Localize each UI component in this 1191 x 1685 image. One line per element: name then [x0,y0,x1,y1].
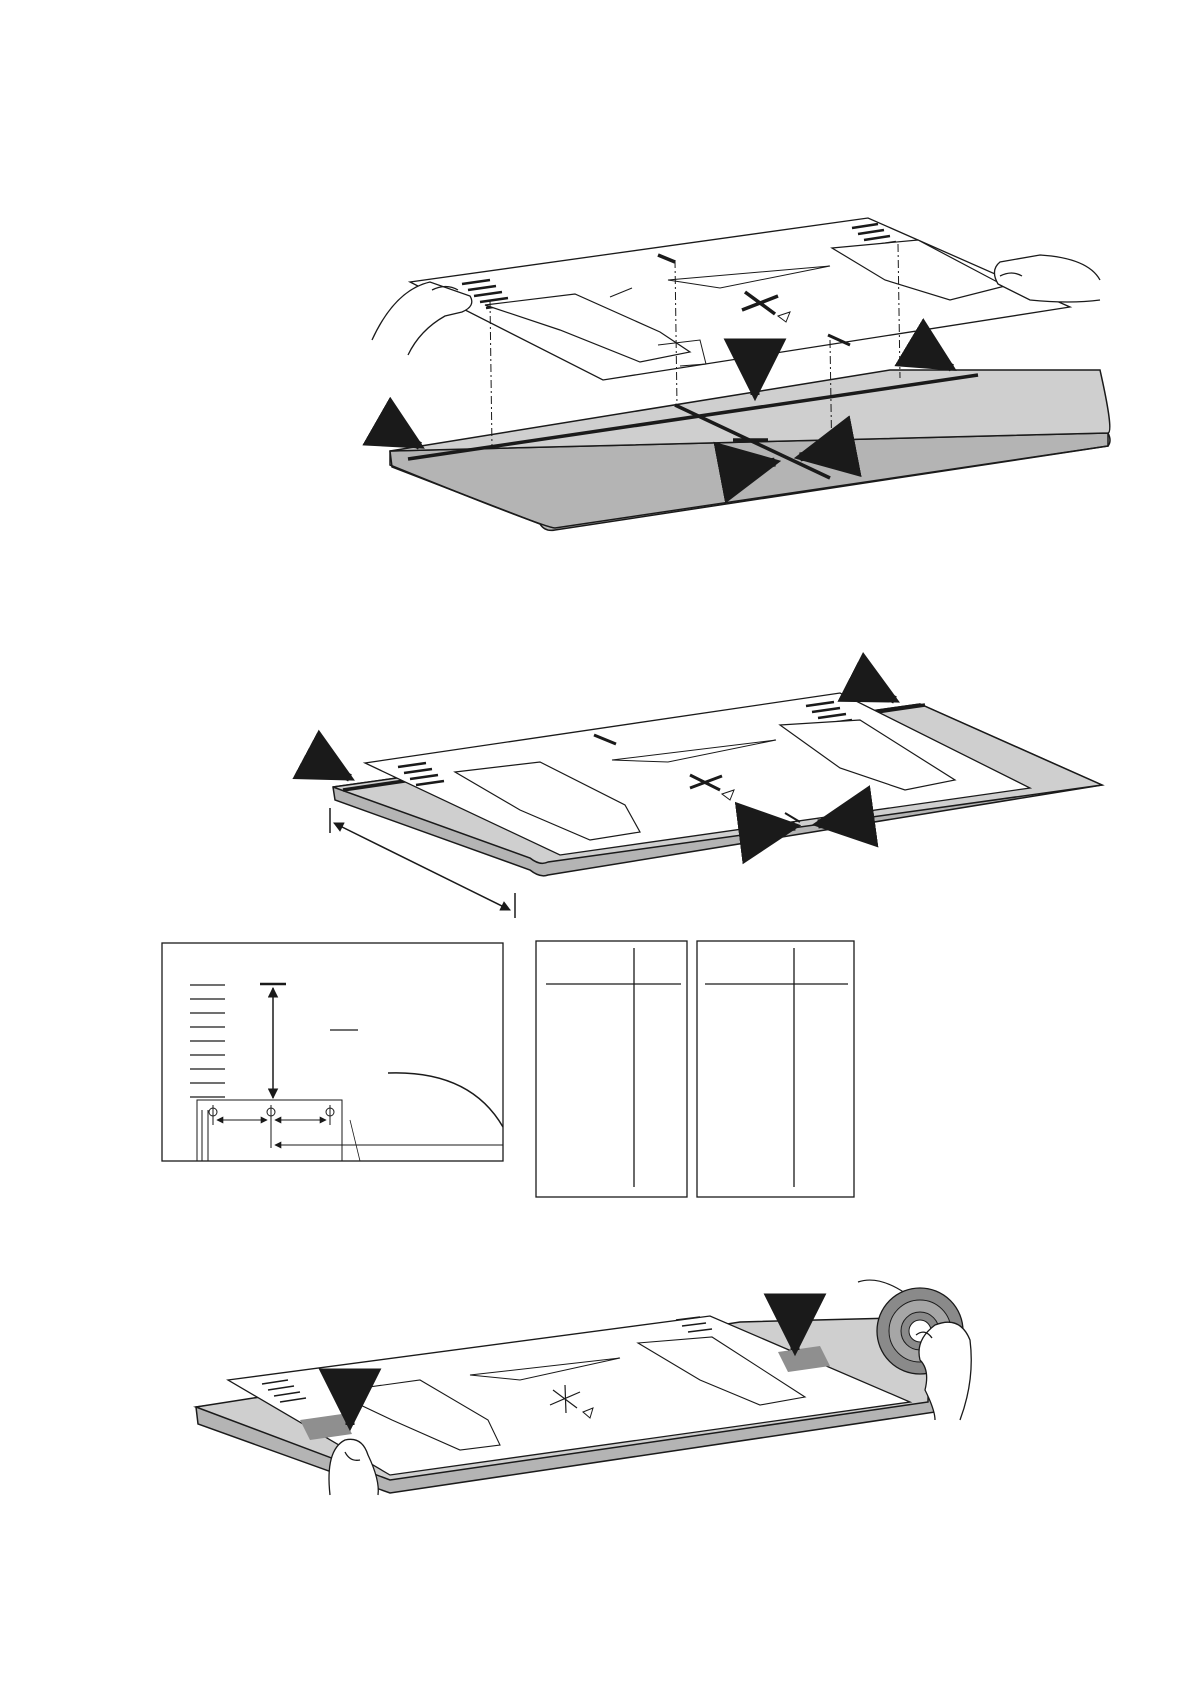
hand-left-icon [372,282,472,355]
arrow-right-icon [922,350,952,368]
countertop [390,370,1110,530]
template-alignment-step [372,218,1110,530]
dimension-table-right [697,941,854,1197]
arrow-right-icon [320,762,350,778]
arrow-right-icon [755,826,795,831]
arrow-right-icon [862,683,895,700]
arrow-right-icon [392,430,420,446]
template-taping-step [196,1280,971,1495]
paper-template [410,218,1070,380]
arrow-left-icon [818,818,862,824]
dimension-table-left [536,941,687,1197]
template-placed-step [320,683,1102,918]
template-detail-inset [162,943,503,1161]
